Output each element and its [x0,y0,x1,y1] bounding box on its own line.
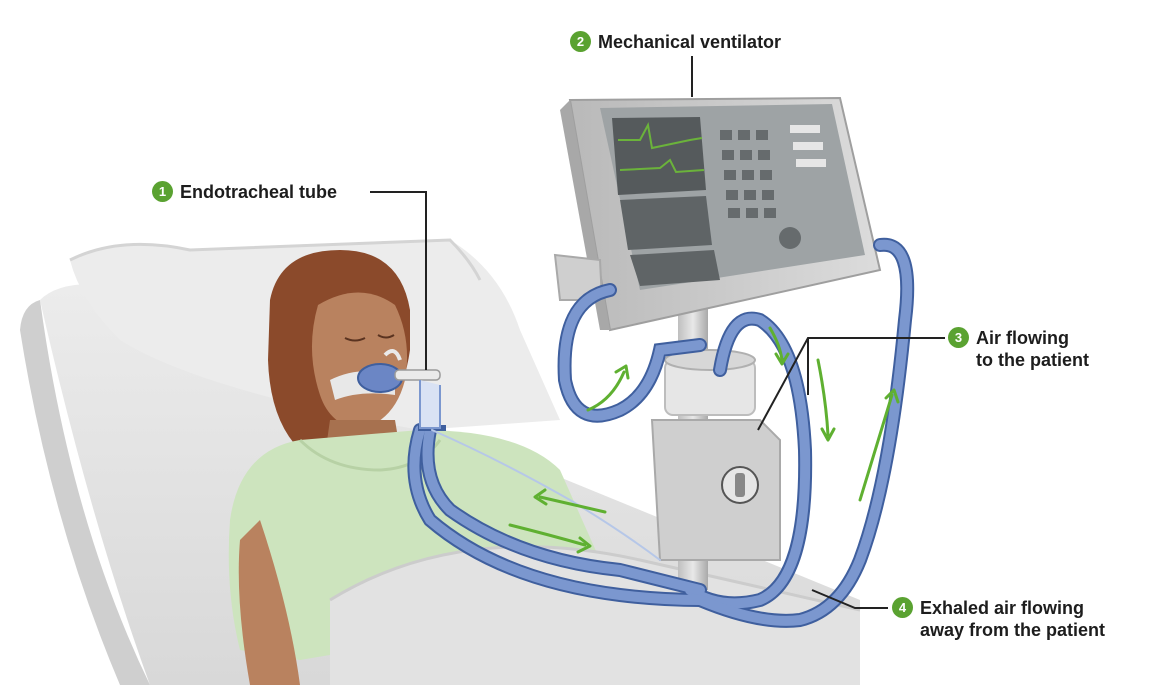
label-text-line-1: Air flowing [976,327,1089,349]
label-text: Endotracheal tube [180,181,337,203]
label-air-flowing-to-patient: 3 Air flowing to the patient [948,327,1089,371]
flow-arrow-icon [818,360,828,435]
numbered-badge-icon: 3 [948,327,969,348]
numbered-badge-icon: 1 [152,181,173,202]
numbered-badge-icon: 4 [892,597,913,618]
ventilator-knob-icon [779,227,801,249]
label-text-line-1: Exhaled air flowing [920,597,1105,619]
label-text-line-2: to the patient [976,349,1089,371]
label-text-line-2: away from the patient [920,619,1105,641]
label-endotracheal-tube: 1 Endotracheal tube [152,181,337,203]
label-exhaled-air: 4 Exhaled air flowing away from the pati… [892,597,1105,641]
label-text: Mechanical ventilator [598,31,781,53]
numbered-badge-icon: 2 [570,31,591,52]
label-mechanical-ventilator: 2 Mechanical ventilator [570,31,781,53]
humidifier-unit [652,420,780,560]
